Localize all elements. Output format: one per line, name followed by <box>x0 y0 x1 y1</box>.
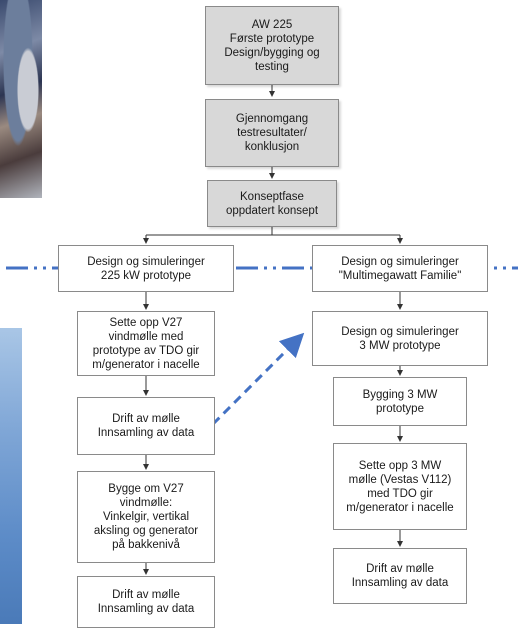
transfer-arrow <box>211 332 305 426</box>
box-drift-1: Drift av mølle Innsamling av data <box>77 397 215 455</box>
box-drift-3: Drift av mølle Innsamling av data <box>333 548 467 604</box>
box-drift-2: Drift av mølle Innsamling av data <box>77 576 215 628</box>
box-concept: Konseptfase oppdatert konsept <box>207 180 337 227</box>
box-design-225kw: Design og simuleringer 225 kW prototype <box>58 245 234 292</box>
box-setup-v112: Sette opp 3 MW mølle (Vestas V112) med T… <box>333 443 467 530</box>
box-design-3mw: Design og simuleringer 3 MW prototype <box>312 311 488 366</box>
box-aw225: AW 225 Første prototype Design/bygging o… <box>205 6 339 85</box>
machinery-photo <box>0 0 42 198</box>
box-review: Gjennomgang testresultater/ konklusjon <box>205 99 339 167</box>
wind-turbine-photo <box>0 328 22 624</box>
box-build-3mw: Bygging 3 MW prototype <box>333 377 467 426</box>
box-setup-v27: Sette opp V27 vindmølle med prototype av… <box>77 311 215 376</box>
box-design-multimegawatt: Design og simuleringer "Multimegawatt Fa… <box>312 245 488 292</box>
branch-line <box>146 227 400 236</box>
box-rebuild-v27: Bygge om V27 vindmølle: Vinkelgir, verti… <box>77 471 215 563</box>
